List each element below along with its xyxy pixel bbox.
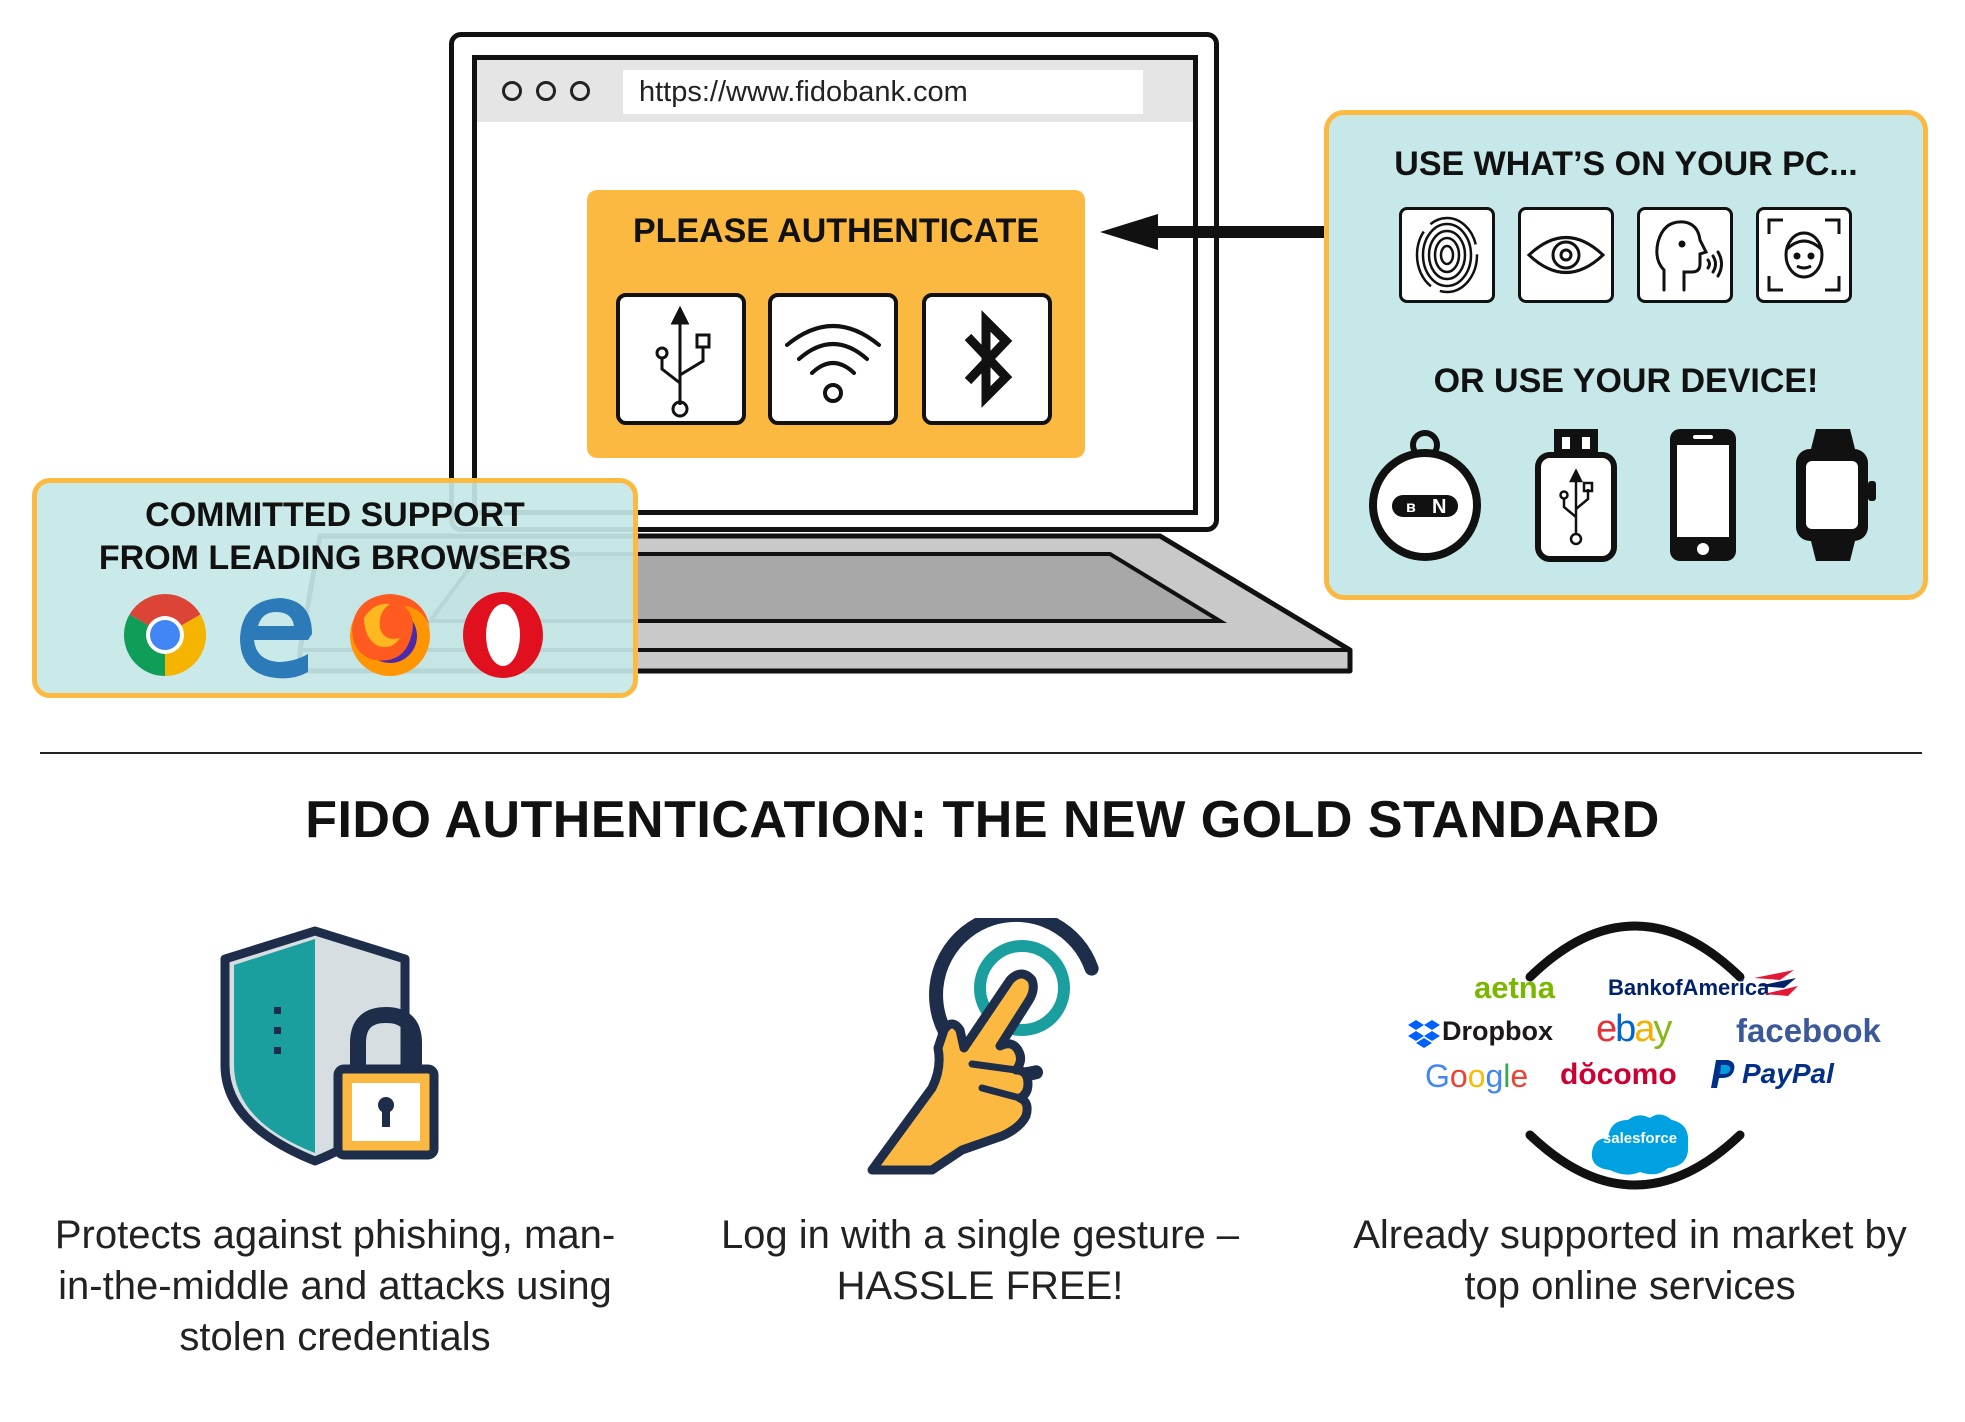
aetna-logo: aetna — [1474, 970, 1555, 1005]
window-control-icon[interactable] — [502, 81, 522, 101]
feature-caption-services: Already supported in market by top onlin… — [1353, 1213, 1907, 1308]
dropbox-icon — [1408, 1020, 1440, 1048]
key-fob-icon[interactable]: ʙ N — [1362, 425, 1488, 565]
voice-recognition-button[interactable] — [1637, 207, 1733, 303]
paypal-logo: PayPal — [1742, 1058, 1834, 1089]
salesforce-logo: salesforce — [1602, 1130, 1678, 1147]
ebay-logo: ebay — [1596, 1008, 1672, 1050]
bank-of-america-flag-icon — [1754, 970, 1798, 996]
feature-caption-phishing: Protects against phishing, man-in-the-mi… — [54, 1213, 616, 1359]
dropbox-logo: Dropbox — [1442, 1016, 1553, 1046]
salesforce-cloud-icon — [1591, 1114, 1689, 1175]
smartphone-icon[interactable] — [1666, 425, 1740, 565]
browser-panel-title: COMMITTED SUPPORT FROM LEADING BROWSERS — [32, 494, 638, 580]
device-panel-title: OR USE YOUR DEVICE! — [1433, 362, 1819, 400]
feature-caption-gesture: Log in with a single gesture – HASSLE FR… — [720, 1213, 1240, 1308]
wifi-icon — [785, 324, 881, 403]
facebook-logo: facebook — [1736, 1012, 1881, 1049]
paypal-icon — [1711, 1060, 1735, 1088]
voice-icon — [1655, 220, 1723, 292]
fingerprint-button[interactable] — [1399, 207, 1495, 303]
section-divider — [40, 752, 1922, 754]
fob-bt-label: ʙ — [1406, 499, 1416, 516]
authenticate-title: PLEASE AUTHENTICATE — [632, 212, 1040, 250]
browser-support-panel — [32, 478, 638, 698]
google-logo: Google — [1425, 1058, 1529, 1094]
usb-icon — [655, 305, 711, 418]
window-control-icon[interactable] — [570, 81, 590, 101]
face-scan-icon — [1767, 218, 1841, 292]
url-bar[interactable]: https://www.fidobank.com — [623, 70, 1143, 114]
opera-icon[interactable] — [460, 590, 546, 680]
main-title: FIDO AUTHENTICATION: THE NEW GOLD STANDA… — [305, 791, 1660, 849]
pc-panel-title: USE WHAT’S ON YOUR PC... — [1394, 145, 1858, 183]
smartwatch-icon[interactable] — [1790, 425, 1880, 565]
wireless-auth-button[interactable] — [768, 293, 898, 425]
fob-nfc-label: N — [1432, 496, 1446, 518]
bank-of-america-logo: BankofAmerica — [1608, 975, 1770, 1000]
bluetooth-auth-button[interactable] — [922, 293, 1052, 425]
window-control-icon[interactable] — [536, 81, 556, 101]
eye-icon — [1526, 236, 1606, 274]
edge-icon[interactable] — [236, 590, 316, 680]
firefox-icon[interactable] — [344, 588, 436, 680]
fingerprint-icon — [1415, 216, 1479, 294]
arrow-left-icon — [1100, 214, 1328, 250]
chrome-icon[interactable] — [122, 592, 208, 678]
face-recognition-button[interactable] — [1756, 207, 1852, 303]
touch-gesture-icon — [867, 918, 1099, 1175]
browser-title-line-1: COMMITTED SUPPORT — [145, 496, 525, 534]
shield-lock-icon — [220, 926, 439, 1166]
docomo-logo: dŏcomo — [1560, 1058, 1677, 1091]
usb-auth-button[interactable] — [616, 293, 746, 425]
service-logos-ring-icon — [1525, 921, 1745, 1190]
usb-key-icon[interactable] — [1532, 425, 1622, 565]
bluetooth-icon — [964, 310, 1013, 408]
iris-scan-button[interactable] — [1518, 207, 1614, 303]
browser-title-line-2: FROM LEADING BROWSERS — [98, 539, 572, 577]
